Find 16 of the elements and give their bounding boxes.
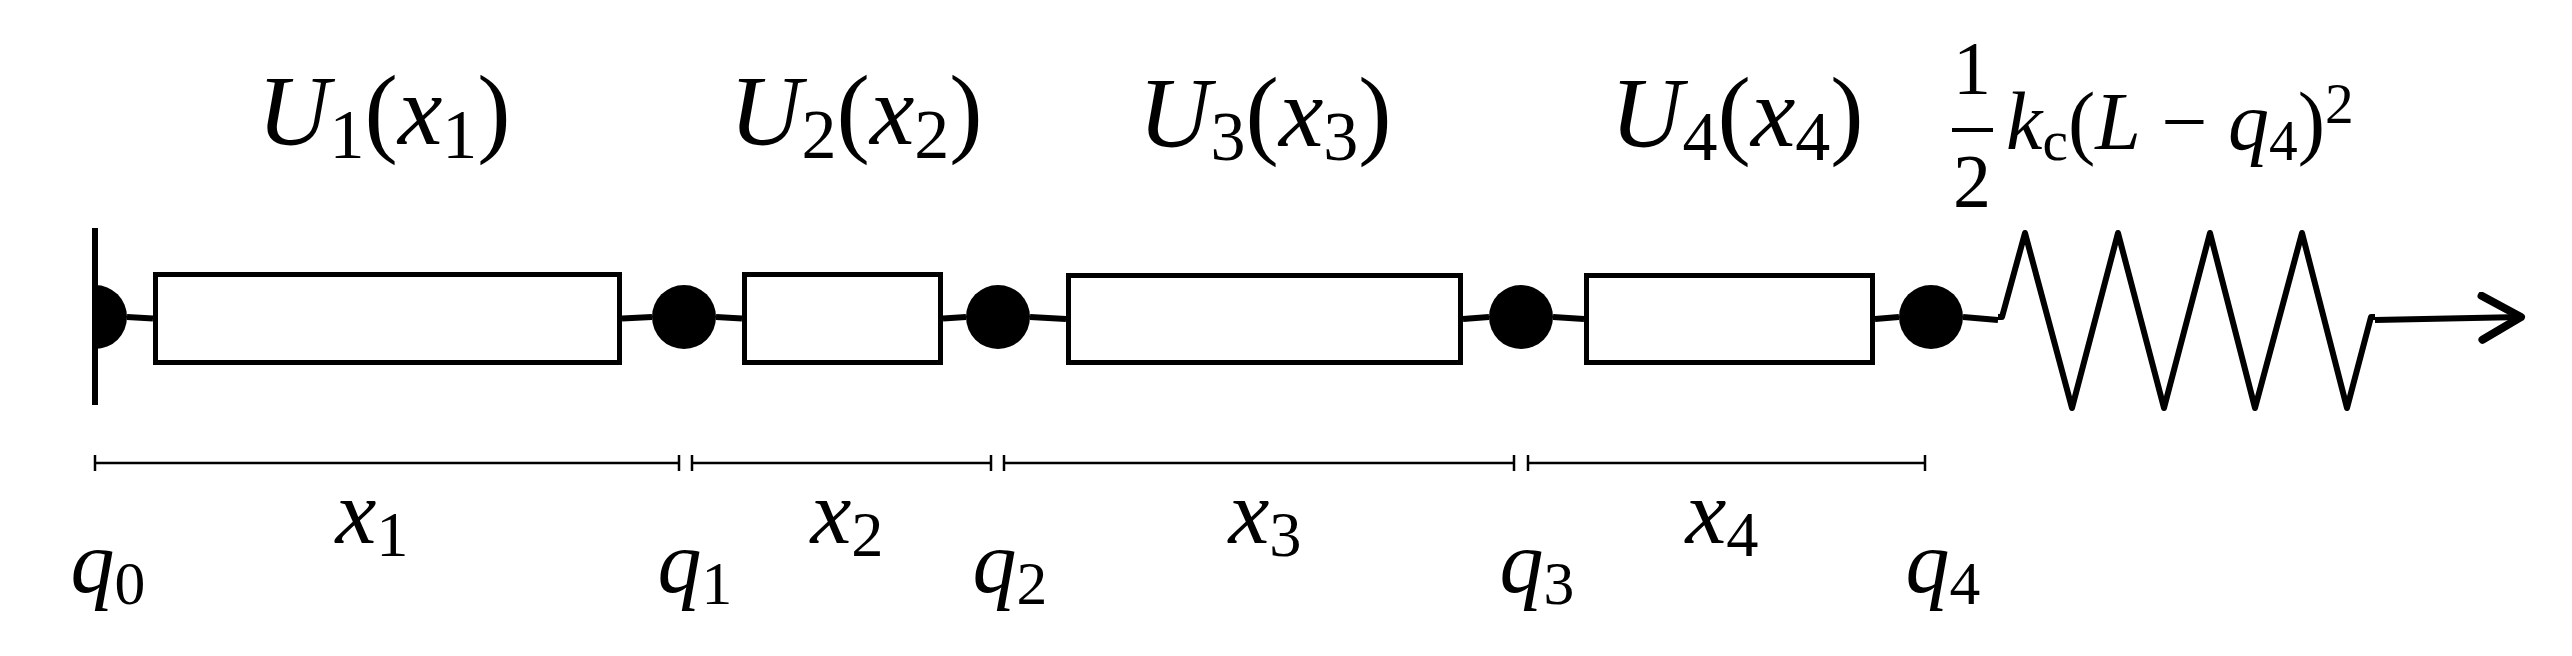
dimension-label: x$_{3}$ <box>1228 466 1302 558</box>
fraction-denominator: 2 <box>1953 143 1991 219</box>
connector-line <box>1462 314 1490 322</box>
dimension-label: x$_{1}$ <box>335 466 409 558</box>
connector-line <box>715 314 743 322</box>
connector-line <box>621 314 653 322</box>
connector-line <box>1962 314 1999 323</box>
arrow <box>2374 291 2525 344</box>
connector-line <box>1029 314 1067 322</box>
dimension-label: x$_{4}$ <box>1685 466 1759 558</box>
dimension-label: x$_{2}$ <box>810 466 884 558</box>
connector-line <box>1874 314 1900 322</box>
connector-line <box>1552 314 1585 322</box>
connector-line <box>942 314 967 322</box>
connector-line <box>126 314 154 322</box>
fraction-numerator: 1 <box>1953 30 1991 106</box>
